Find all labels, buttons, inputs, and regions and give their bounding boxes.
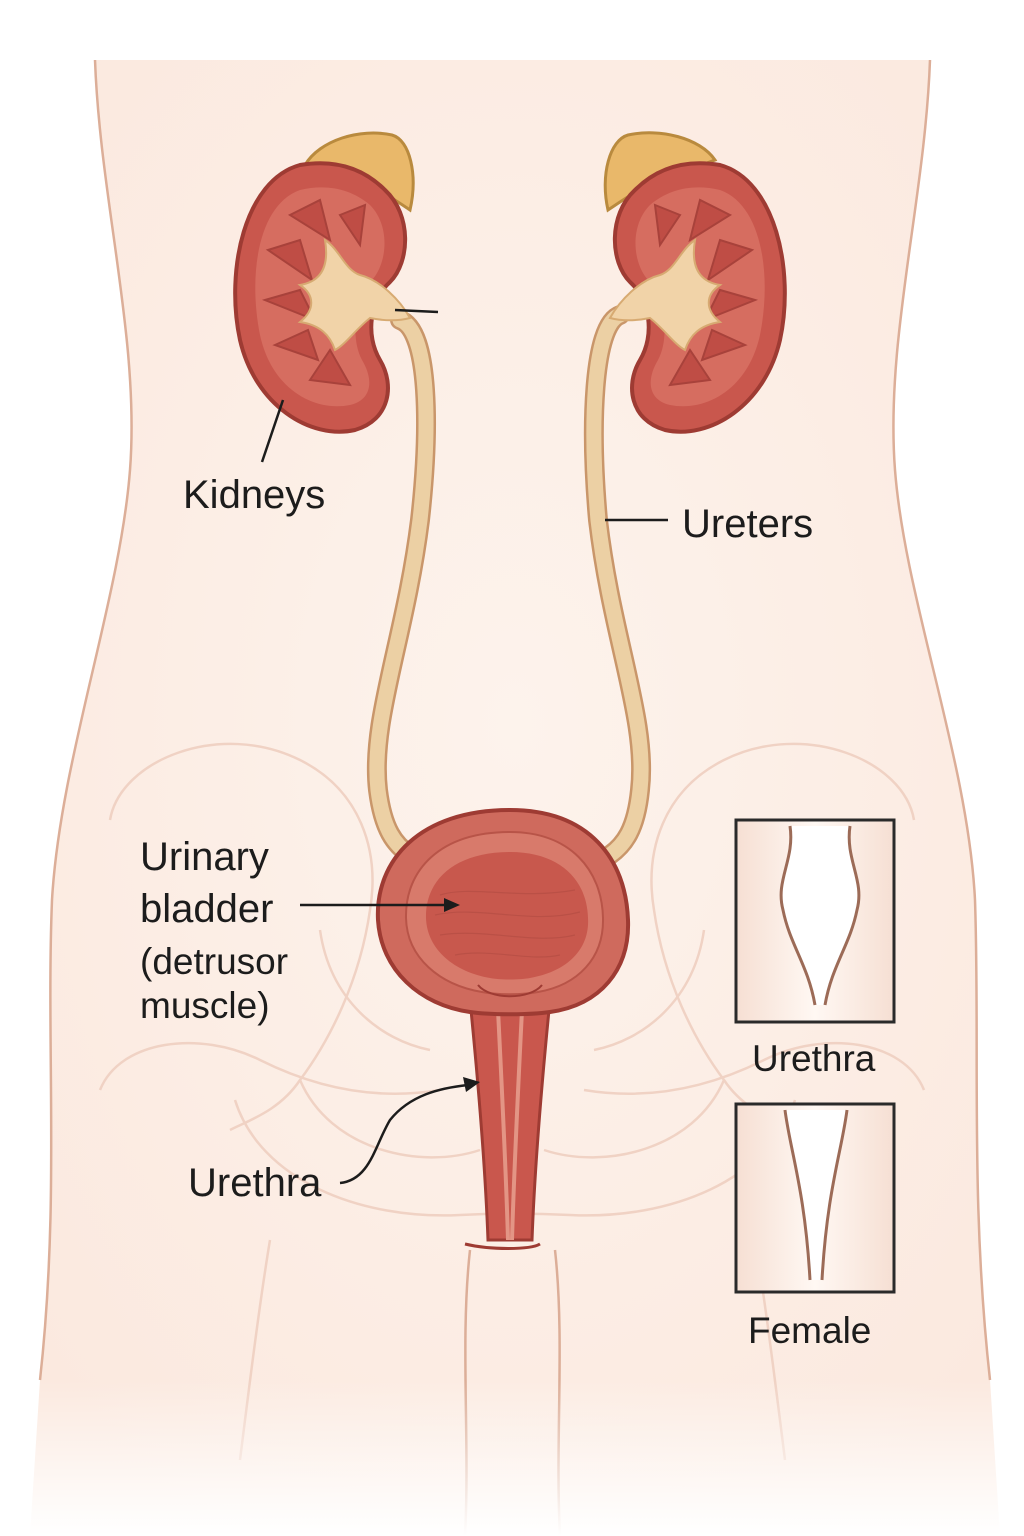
ureters-label: Ureters: [682, 502, 813, 546]
urethra-arrowhead: [463, 1077, 480, 1092]
bladder-label-line2: bladder: [140, 887, 273, 931]
inset-caption-female: Female: [748, 1310, 871, 1351]
left-kidney: [233, 131, 415, 434]
urethra-label: Urethra: [188, 1161, 322, 1205]
urethra-inset: Urethra: [734, 818, 896, 1079]
inset-caption-urethra: Urethra: [752, 1038, 876, 1079]
kidneys-label: Kidneys: [183, 473, 325, 517]
bladder-label-line4: muscle): [140, 985, 270, 1026]
kidney-hilum-tick: [394, 308, 439, 314]
bladder-label-line1: Urinary: [140, 835, 269, 879]
right-kidney: [603, 131, 787, 434]
kidneys-leader: [260, 399, 285, 463]
urinary-bladder: [375, 807, 631, 1250]
urethra-leader: [339, 1083, 469, 1185]
female-inset: Female: [734, 1102, 896, 1351]
bottom-fade: [0, 1380, 1024, 1536]
bladder-label-line3: (detrusor: [140, 941, 288, 982]
bladder-arrowhead: [444, 898, 460, 912]
leader-lines: [260, 308, 668, 1185]
ureters: [366, 305, 652, 865]
